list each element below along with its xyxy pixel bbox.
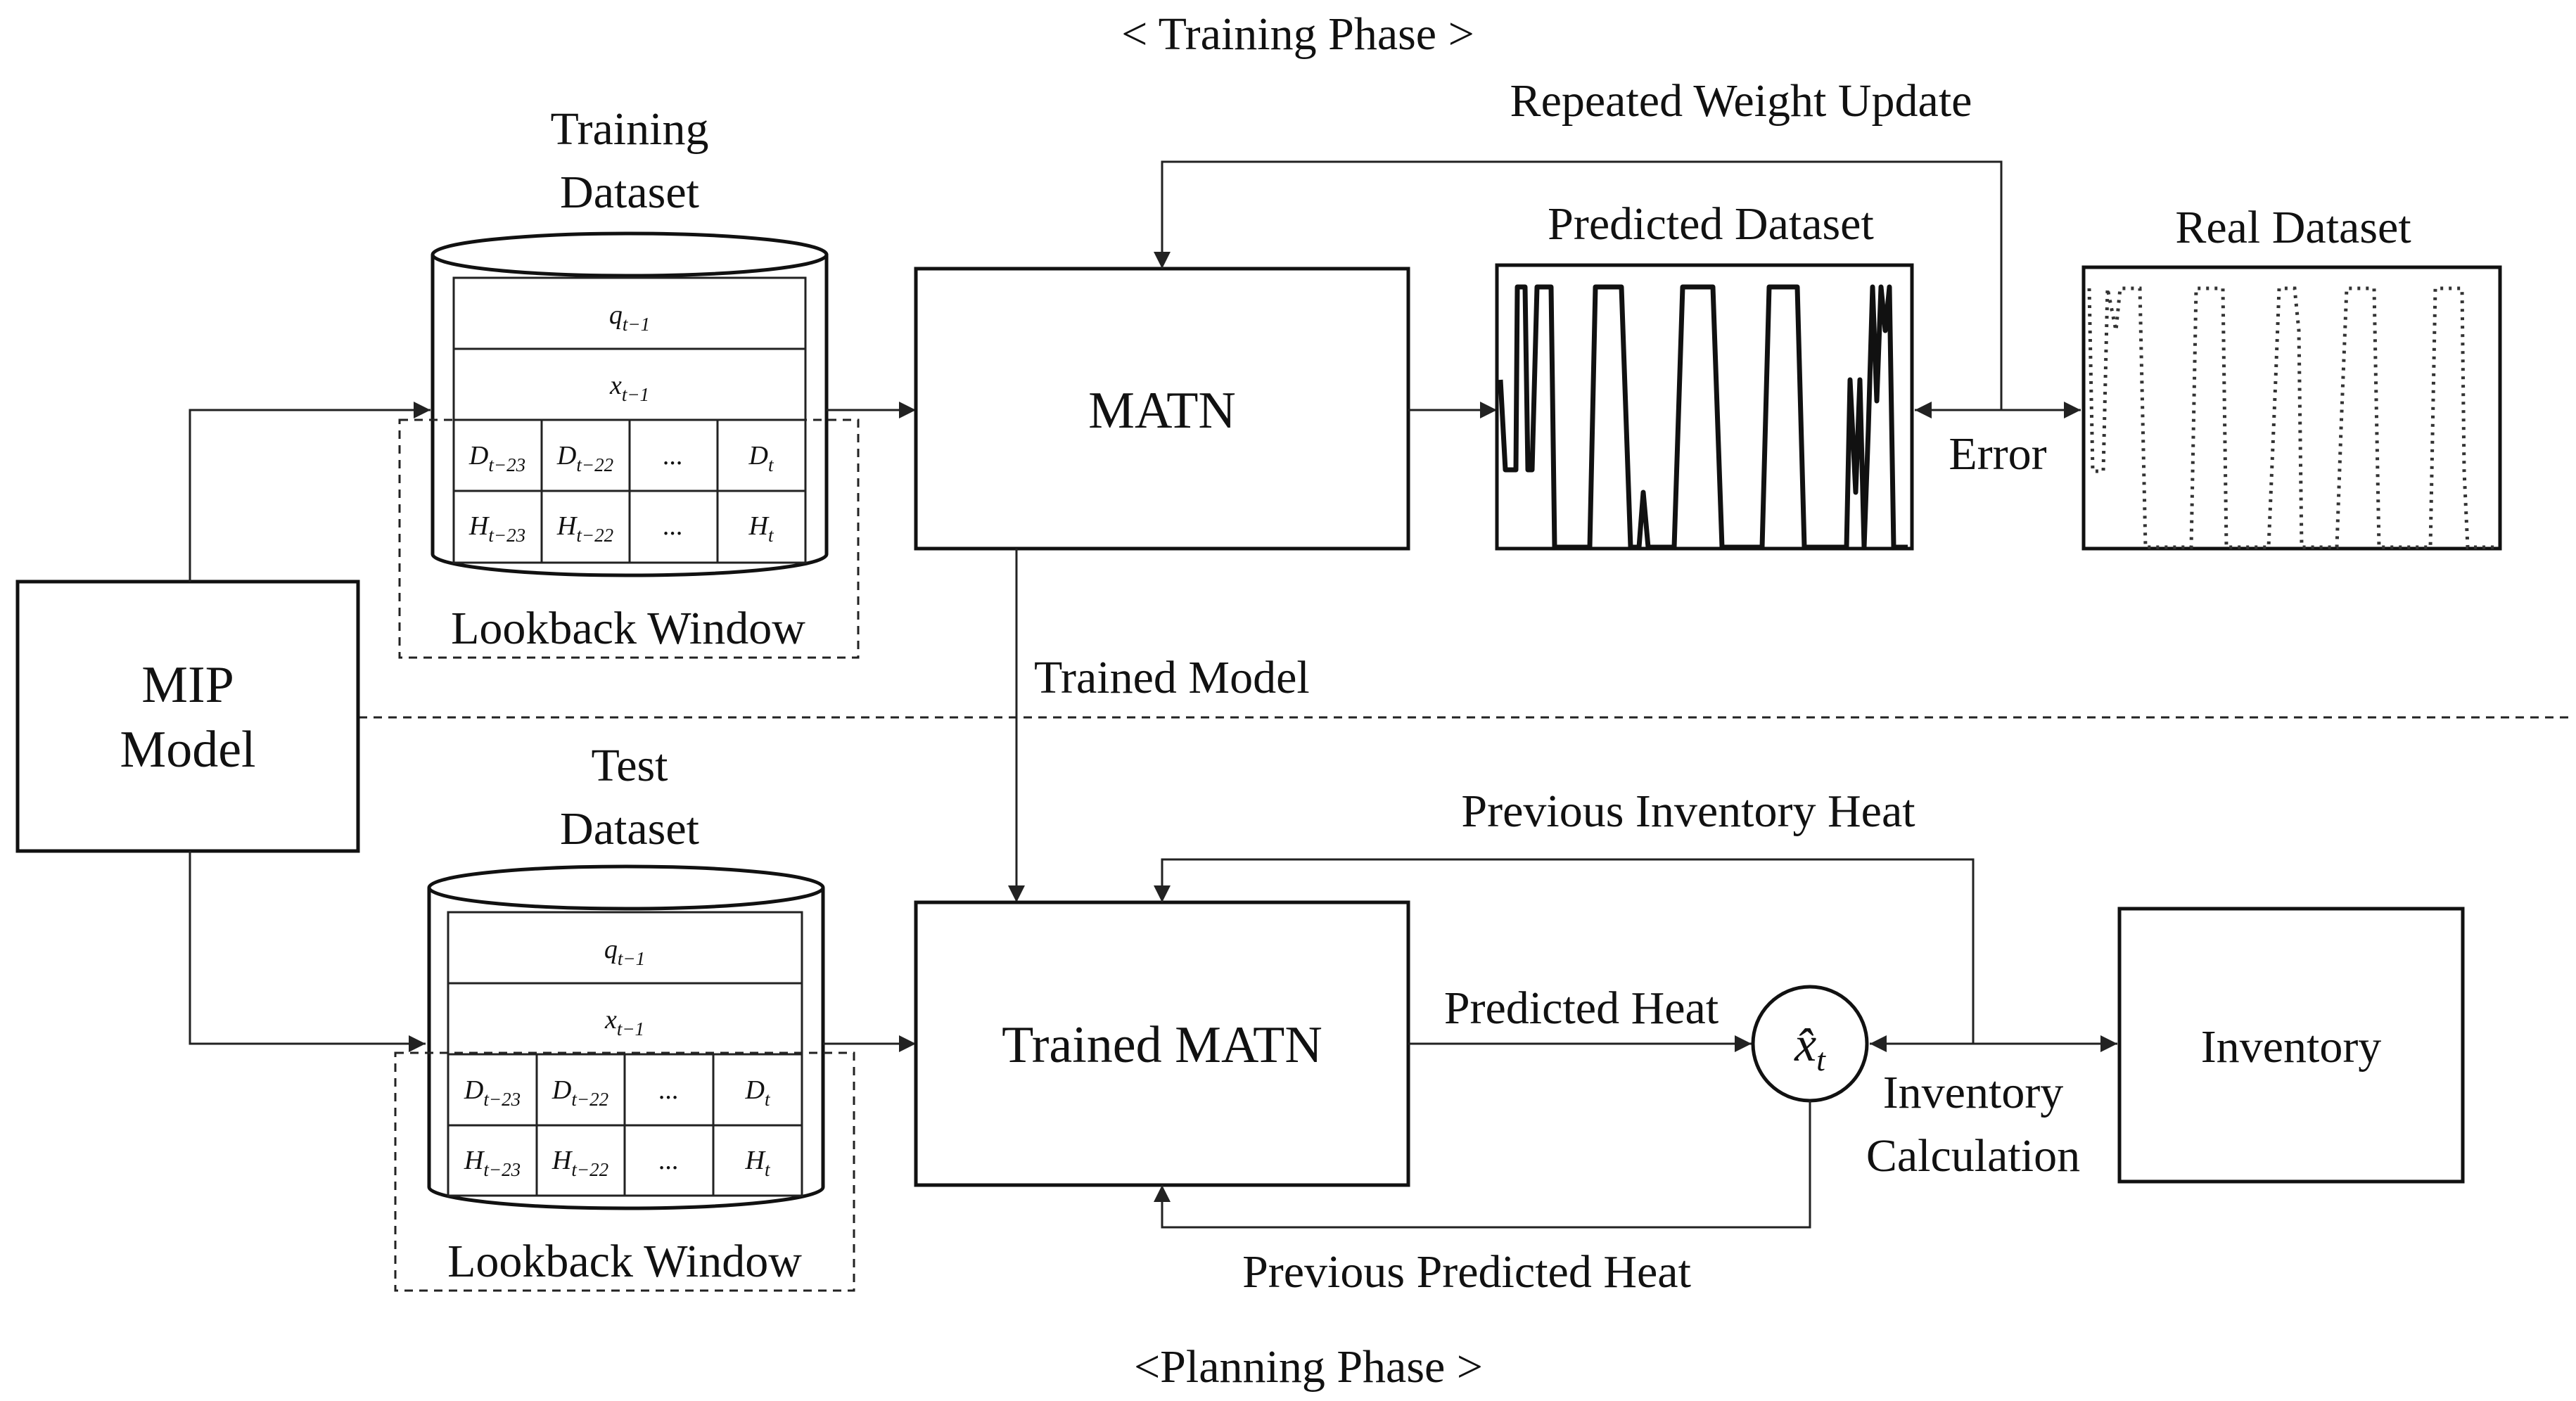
previous-inventory-heat-arrow: [1154, 858, 1975, 1044]
test-cell-d2: Dt−22: [551, 1075, 608, 1110]
test-dataset-cylinder: Test Dataset qt−1 xt−1 Dt−23 Dt−22 ... D…: [427, 740, 825, 1210]
test-cell-x: xt−1: [604, 1005, 644, 1039]
trained-model-label: Trained Model: [1034, 652, 1310, 703]
previous-inventory-heat-label: Previous Inventory Heat: [1461, 786, 1915, 837]
real-signal-line: [2087, 286, 2496, 549]
training-cell-q: qt−1: [609, 300, 650, 335]
predicted-heat-node-label: x̂t: [1794, 1018, 1826, 1077]
test-cell-h2: Ht−22: [551, 1146, 608, 1180]
training-cell-d1: Dt−23: [468, 441, 525, 475]
training-phase-title: < Training Phase >: [1121, 8, 1474, 60]
predicted-heat-label: Predicted Heat: [1444, 983, 1719, 1034]
predicted-dataset-panel: Predicted Dataset: [1495, 198, 1914, 551]
mip-model-label-line2: Model: [120, 721, 255, 779]
matn-box: MATN: [914, 267, 1410, 551]
error-label: Error: [1949, 428, 2046, 480]
trained-matn-box: Trained MATN: [914, 900, 1410, 1187]
training-dataset-title-line1: Training: [551, 103, 709, 155]
real-dataset-panel: Real Dataset: [2081, 202, 2502, 551]
inventory-label: Inventory: [2201, 1021, 2382, 1073]
predicted-signal-line: [1498, 284, 1908, 550]
mip-to-training-arrow: [189, 402, 431, 582]
predicted-heat-node: x̂t: [1751, 985, 1869, 1103]
training-cell-d2: Dt−22: [556, 441, 613, 475]
training-cell-d-ellipsis: ...: [663, 441, 684, 471]
test-cell-q: qt−1: [604, 935, 645, 969]
training-lookback-window: [398, 418, 860, 659]
test-cell-h-ellipsis: ...: [659, 1146, 680, 1175]
test-dataset-title-line2: Dataset: [560, 803, 699, 855]
planning-phase-title: <Planning Phase >: [1134, 1341, 1483, 1393]
training-cell-x: xt−1: [609, 371, 649, 405]
real-dataset-title: Real Dataset: [2175, 202, 2411, 253]
predicted-dataset-title: Predicted Dataset: [1548, 198, 1874, 250]
inventory-calculation-label-line1: Inventory: [1883, 1067, 2064, 1118]
mip-model-box: MIP Model: [15, 580, 360, 853]
repeated-weight-update-label: Repeated Weight Update: [1510, 75, 1972, 127]
training-cell-h3: Ht: [748, 511, 774, 546]
test-cell-h3: Ht: [745, 1146, 771, 1180]
training-dataset-cylinder: Training Dataset qt−1 xt−1 Dt−23 Dt−22 .…: [431, 103, 829, 577]
mip-model-label-line1: MIP: [141, 656, 234, 714]
test-cell-d1: Dt−23: [464, 1075, 521, 1110]
mip-to-test-arrow: [189, 851, 426, 1052]
test-cell-h1: Ht−23: [464, 1146, 521, 1180]
test-dataset-title-line1: Test: [591, 740, 668, 791]
matn-label: MATN: [1088, 382, 1236, 440]
previous-predicted-heat-arrow: [1154, 1101, 1811, 1229]
test-lookback-window: [394, 1051, 855, 1292]
test-lookback-label: Lookback Window: [447, 1236, 802, 1287]
training-cell-d3: Dt: [748, 441, 774, 475]
previous-predicted-heat-label: Previous Predicted Heat: [1242, 1246, 1691, 1298]
training-cell-h2: Ht−22: [556, 511, 613, 546]
training-cell-h1: Ht−23: [468, 511, 525, 546]
inventory-calculation-label-line2: Calculation: [1866, 1130, 2080, 1182]
training-dataset-title-line2: Dataset: [560, 167, 699, 218]
trained-matn-label: Trained MATN: [1002, 1016, 1322, 1074]
repeated-weight-update-arrow: [1154, 160, 2003, 410]
training-lookback-label: Lookback Window: [451, 603, 805, 654]
test-cell-d-ellipsis: ...: [659, 1075, 680, 1105]
inventory-box: Inventory: [2117, 907, 2465, 1184]
training-cell-h-ellipsis: ...: [663, 511, 684, 541]
test-cell-d3: Dt: [745, 1075, 771, 1110]
